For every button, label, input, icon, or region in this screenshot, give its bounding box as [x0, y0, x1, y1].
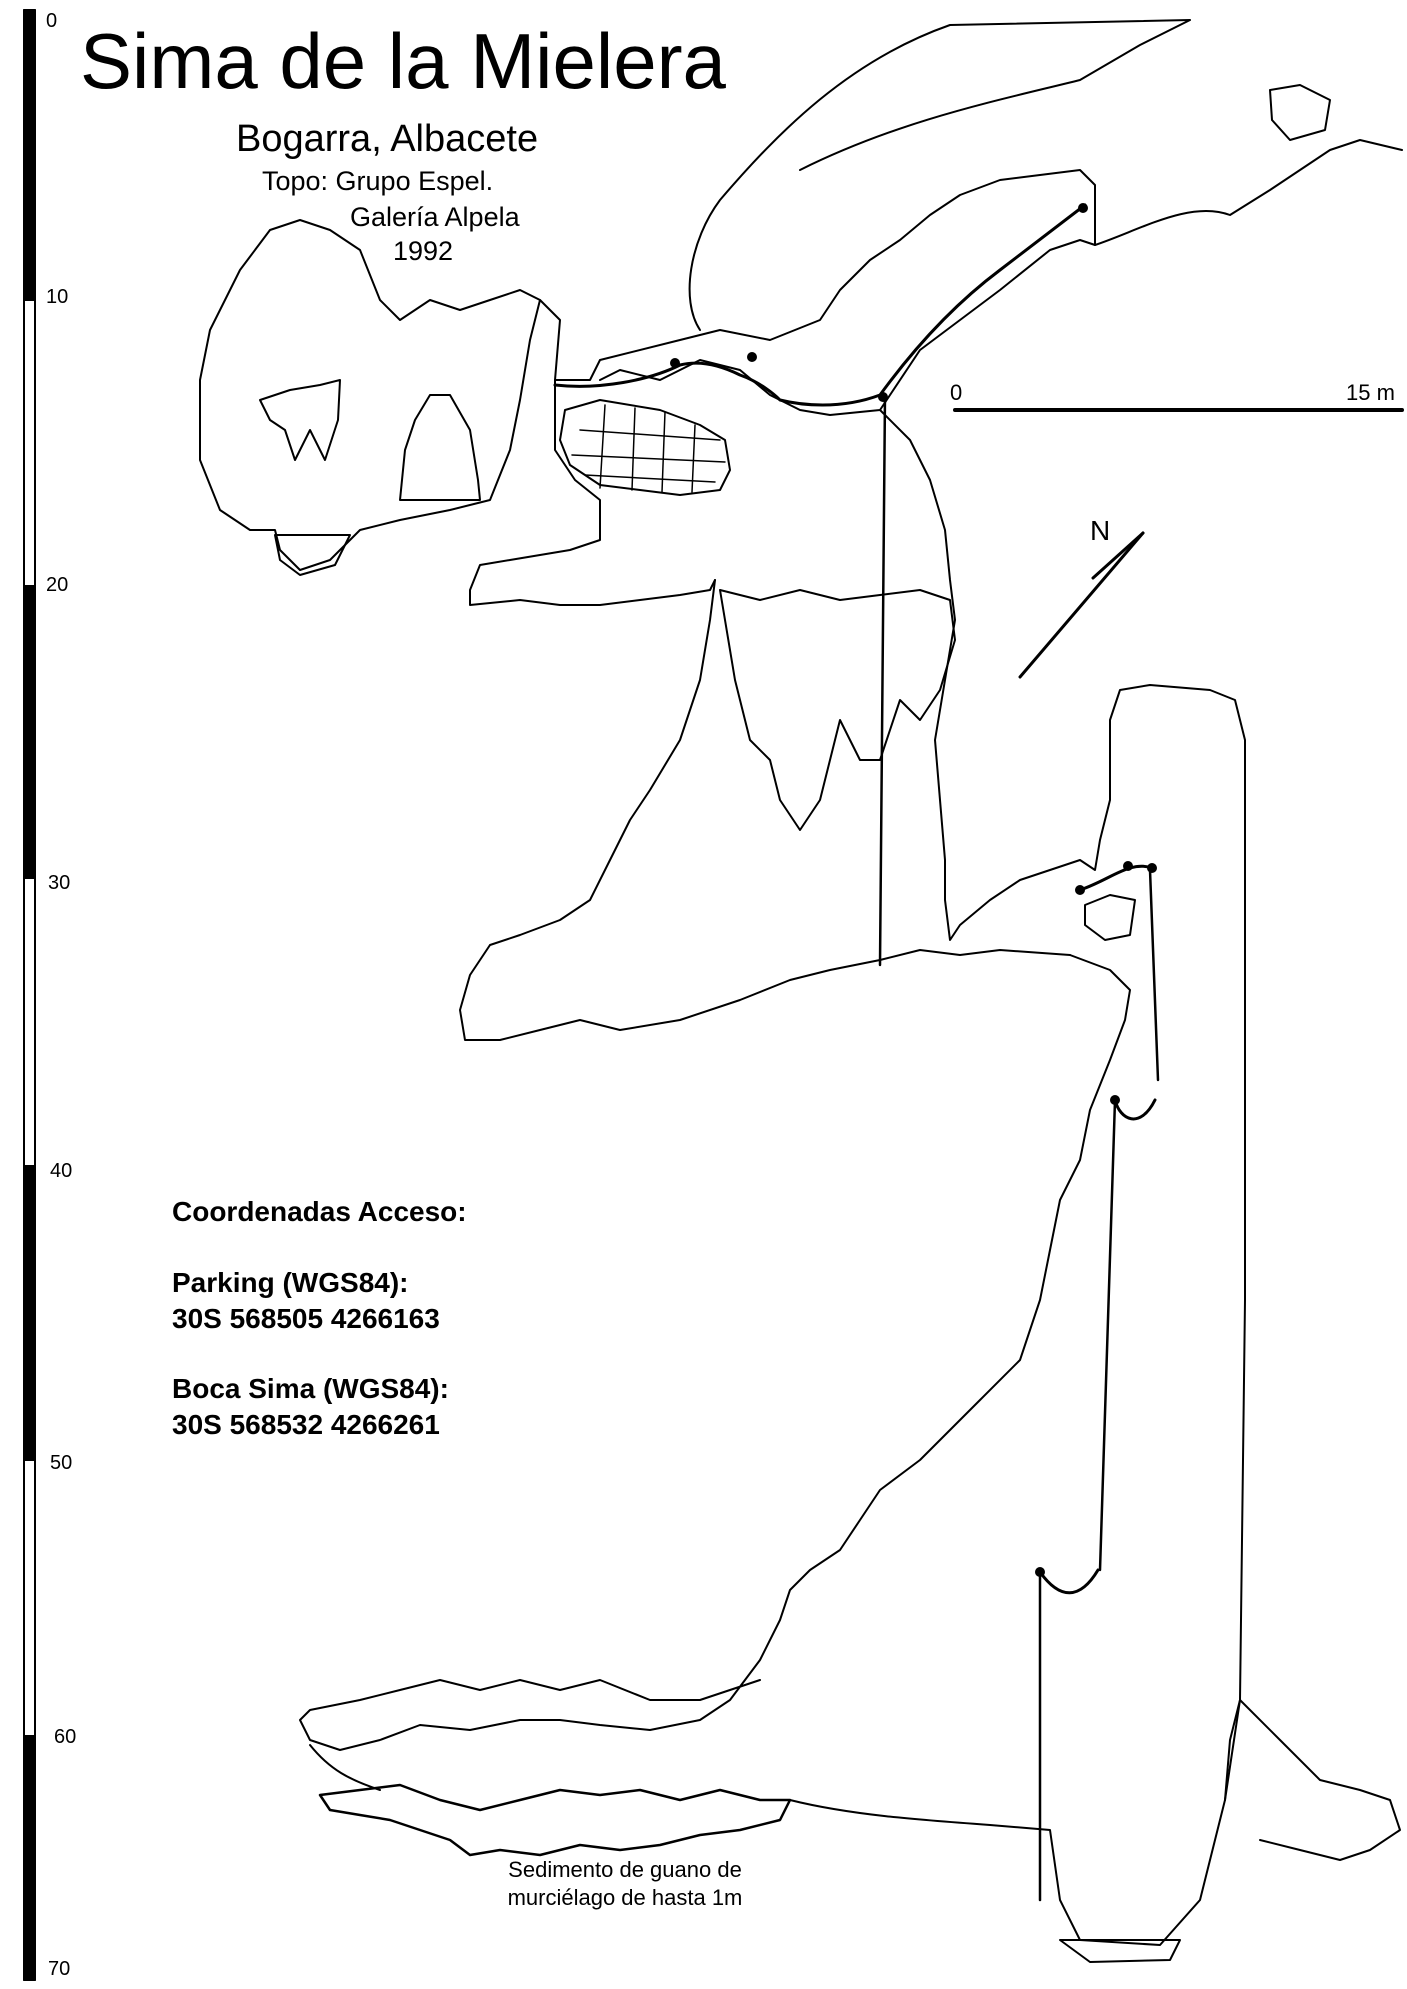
- hatch-grid: [571, 404, 726, 493]
- entrance-coordinates: 30S 568532 4266261: [172, 1409, 440, 1440]
- surface-profile: [688, 19, 1191, 331]
- north-arrow: [1018, 531, 1145, 679]
- main-shaft-rope: [878, 393, 887, 967]
- depth-scale-bar: [23, 9, 36, 1981]
- survey-credit-line-1: Topo: Grupo Espel.: [262, 166, 494, 196]
- scale-label-end: 15 m: [1346, 380, 1395, 405]
- intermediate-rope: [1098, 1098, 1117, 1572]
- hatched-boulder: [559, 399, 731, 496]
- depth-label-0: 0: [46, 10, 58, 32]
- lower-pit-left-wall: [299, 954, 1131, 1751]
- survey-year: 1992: [393, 236, 454, 266]
- depth-label-60: 60: [54, 1726, 77, 1748]
- upper-central-gallery: [539, 169, 1096, 416]
- depth-label-10: 10: [46, 286, 69, 308]
- survey-credit-line-2: Galería Alpela: [350, 202, 520, 232]
- surface-profile-right: [1094, 139, 1403, 246]
- depth-label-70: 70: [48, 1958, 71, 1980]
- upper-left-chamber: [199, 219, 541, 571]
- page-title: Sima de la Mielera: [80, 17, 726, 105]
- stalactite-curtain: [719, 589, 956, 831]
- depth-label-50: 50: [50, 1452, 73, 1474]
- small-hatched-block-top: [1269, 84, 1331, 141]
- guano-note-line-1: Sedimento de guano de: [508, 1857, 742, 1882]
- rope-anchors: [1038, 864, 1157, 1595]
- parking-coordinates: 30S 568505 4266163: [172, 1303, 440, 1334]
- coordinates-heading: Coordenadas Acceso:: [172, 1196, 467, 1227]
- left-passage: [469, 379, 716, 606]
- parking-label: Parking (WGS84):: [172, 1267, 409, 1298]
- depth-label-20: 20: [46, 574, 69, 596]
- small-hatched-block-mid: [1084, 894, 1136, 941]
- depth-label-40: 40: [50, 1160, 73, 1182]
- upper-pit-rope: [1148, 868, 1160, 1082]
- guano-deposit: [318, 1783, 792, 1857]
- scale-label-start: 0: [950, 380, 963, 405]
- entrance-label: Boca Sima (WGS84):: [172, 1373, 449, 1404]
- main-shaft-left-wall: [459, 579, 1071, 1041]
- bottom-pool: [1059, 1939, 1181, 1963]
- depth-label-30: 30: [48, 872, 71, 894]
- upper-left-pool: [274, 534, 351, 576]
- upper-rope-traverse: [553, 203, 1087, 407]
- upper-left-column: [399, 394, 481, 501]
- lower-chamber-floor: [309, 1699, 1401, 1946]
- north-label: N: [1090, 515, 1111, 546]
- main-shaft-right-wall: [879, 409, 1246, 1801]
- location-subtitle: Bogarra, Albacete: [236, 118, 539, 160]
- anchor-points: [670, 203, 1157, 1577]
- guano-note-line-2: murciélago de hasta 1m: [507, 1885, 743, 1910]
- upper-left-stalactite: [259, 379, 341, 461]
